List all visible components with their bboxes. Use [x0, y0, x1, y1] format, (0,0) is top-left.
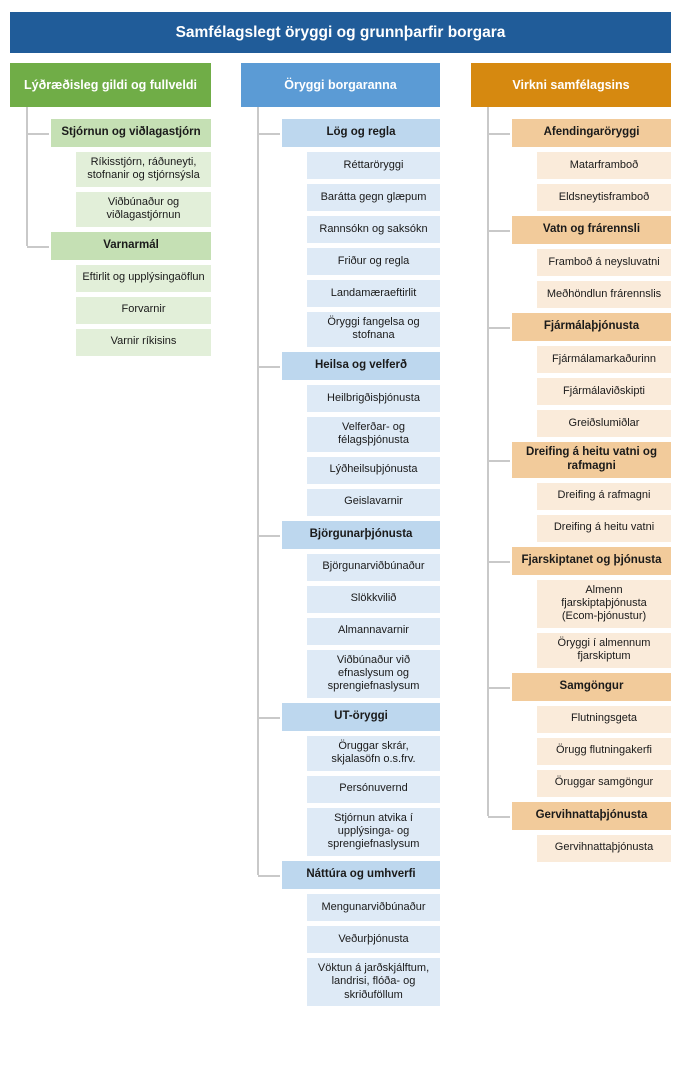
group-item[interactable]: Ríkisstjórn, ráðuneyti, stofnanir og stj…: [76, 152, 211, 187]
group-header[interactable]: Varnarmál: [27, 231, 211, 260]
group-header[interactable]: Afendingaröryggi: [488, 119, 671, 147]
group-header[interactable]: Náttúra og umhverfi: [258, 860, 440, 889]
group-item[interactable]: Matarframboð: [537, 152, 671, 179]
group-item[interactable]: Eldsneytisframboð: [537, 184, 671, 211]
group-item[interactable]: Heilbrigðisþjónusta: [307, 384, 440, 412]
group-item[interactable]: Meðhöndlun frárennslis: [537, 281, 671, 308]
group-item[interactable]: Friður og regla: [307, 248, 440, 275]
column-header-green: Lýðræðisleg gildi og fullveldi: [10, 63, 211, 107]
group-item[interactable]: Geislavarnir: [307, 488, 440, 516]
group-header[interactable]: Fjármálaþjónusta: [488, 313, 671, 341]
group-item[interactable]: Örugg flutningakerfi: [537, 737, 671, 765]
group-item[interactable]: Viðbúnaður og viðlagastjórnun: [76, 191, 211, 227]
group-item[interactable]: Dreifing á rafmagni: [537, 482, 671, 510]
column-green: Lýðræðisleg gildi og fullveldi Stjórnun …: [10, 63, 211, 356]
group-header[interactable]: Björgunarþjónusta: [258, 520, 440, 549]
group-header[interactable]: Gervihnattaþjónusta: [488, 801, 671, 830]
column-header-orange: Virkni samfélagsins: [471, 63, 671, 107]
group-header[interactable]: Fjarskiptanet og þjónusta: [488, 546, 671, 575]
group-item[interactable]: Persónuvernd: [307, 775, 440, 803]
group-item[interactable]: Mengunarviðbúnaður: [307, 893, 440, 921]
group-item[interactable]: Almannavarnir: [307, 617, 440, 645]
group-item[interactable]: Lýðheilsuþjónusta: [307, 456, 440, 484]
group-item[interactable]: Björgunarviðbúnaður: [307, 553, 440, 581]
group-header[interactable]: UT-öryggi: [258, 702, 440, 731]
group-item[interactable]: Gervihnattaþjónusta: [537, 834, 671, 862]
group-item[interactable]: Veðurþjónusta: [307, 925, 440, 953]
group-item[interactable]: Framboð á neysluvatni: [537, 249, 671, 276]
group-item[interactable]: Fjármálaviðskipti: [537, 378, 671, 405]
diagram-title: Samfélagslegt öryggi og grunnþarfir borg…: [10, 12, 671, 53]
group-item[interactable]: Flutningsgeta: [537, 705, 671, 733]
group-item[interactable]: Greiðslumiðlar: [537, 410, 671, 437]
group-item[interactable]: Öryggi fangelsa og stofnana: [307, 312, 440, 347]
group-item[interactable]: Almenn fjarskiptaþjónusta (Ecom-þjónustu…: [537, 579, 671, 628]
group-item[interactable]: Fjármálamarkaðurinn: [537, 346, 671, 373]
group-item[interactable]: Öruggar skrár, skjalasöfn o.s.frv.: [307, 735, 440, 771]
group-header[interactable]: Stjórnun og viðlagastjórn: [27, 119, 211, 147]
group-item[interactable]: Velferðar- og félagsþjónusta: [307, 416, 440, 452]
group-item[interactable]: Rannsókn og saksókn: [307, 216, 440, 243]
group-item[interactable]: Réttaröryggi: [307, 152, 440, 179]
connector-spine: [26, 107, 28, 246]
group-item[interactable]: Landamæraeftirlit: [307, 280, 440, 307]
group-item[interactable]: Stjórnun atvika í upplýsinga- og sprengi…: [307, 807, 440, 856]
group-header[interactable]: Vatn og frárennsli: [488, 216, 671, 244]
group-item[interactable]: Öruggar samgöngur: [537, 769, 671, 797]
group-item[interactable]: Forvarnir: [76, 296, 211, 324]
column-header-blue: Öryggi borgaranna: [241, 63, 440, 107]
group-header[interactable]: Heilsa og velferð: [258, 351, 440, 380]
group-item[interactable]: Öryggi í almennum fjarskiptum: [537, 632, 671, 668]
group-item[interactable]: Varnir ríkisins: [76, 328, 211, 356]
group-item[interactable]: Eftirlit og upplýsingaöflun: [76, 264, 211, 292]
group-item[interactable]: Slökkvilið: [307, 585, 440, 613]
group-item[interactable]: Viðbúnaður við efnaslysum og sprengiefna…: [307, 649, 440, 698]
group-header[interactable]: Dreifing á heitu vatni og rafmagni: [488, 442, 671, 478]
group-header[interactable]: Samgöngur: [488, 672, 671, 701]
group-header[interactable]: Lög og regla: [258, 119, 440, 147]
group-item[interactable]: Dreifing á heitu vatni: [537, 514, 671, 542]
group-item[interactable]: Vöktun á jarðskjálftum, landrisi, flóða-…: [307, 957, 440, 1007]
connector-spine: [257, 107, 259, 875]
group-item[interactable]: Barátta gegn glæpum: [307, 184, 440, 211]
